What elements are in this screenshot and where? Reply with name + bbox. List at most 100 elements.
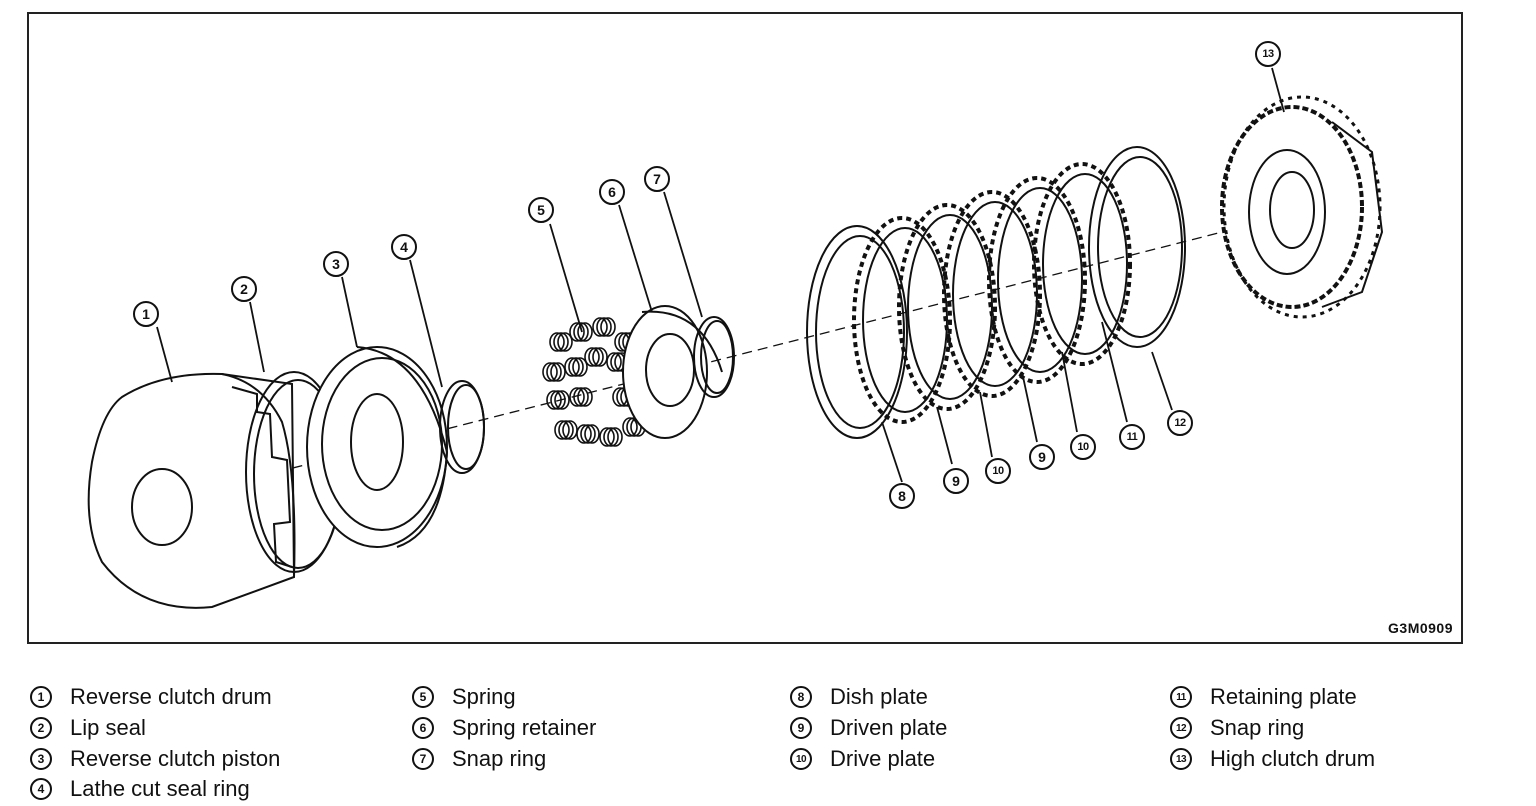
legend-number: 8: [790, 686, 812, 708]
spring-coil: [550, 362, 566, 382]
legend-label: Lathe cut seal ring: [70, 776, 250, 801]
callout-9-first: 9: [943, 468, 969, 494]
legend-number: 4: [30, 778, 52, 800]
spring-retainer-part: [622, 305, 723, 439]
legend-label: Snap ring: [452, 746, 547, 771]
spring-coil: [596, 317, 612, 337]
clutch-plate: [897, 203, 997, 411]
clutch-plate: [1088, 146, 1186, 348]
callout-11: 11: [1119, 424, 1145, 450]
spring-coil: [558, 420, 574, 440]
legend-item: 5 Spring: [412, 682, 516, 712]
legend-label: Spring: [452, 684, 516, 709]
spring-coil: [572, 357, 588, 377]
spring-coil: [569, 322, 585, 342]
clutch-plate: [1032, 162, 1132, 366]
callout-5: 5: [528, 197, 554, 223]
parts-legend: 1 Reverse clutch drum 2 Lip seal 3 Reverse …: [30, 682, 1490, 802]
callout-9-second: 9: [1029, 444, 1055, 470]
legend-item: 7 Snap ring: [412, 744, 546, 774]
legend-item: 6 Spring retainer: [412, 713, 596, 743]
spring-coil: [592, 317, 608, 337]
legend-number: 7: [412, 748, 434, 770]
spring-coil: [584, 347, 600, 367]
callout-13: 13: [1255, 41, 1281, 67]
legend-number: 6: [412, 717, 434, 739]
spring-coil: [588, 347, 604, 367]
legend-label: Driven plate: [830, 715, 948, 740]
callout-2: 2: [231, 276, 257, 302]
legend-number: 5: [412, 686, 434, 708]
legend-number: 1: [30, 686, 52, 708]
spring-coil: [573, 387, 589, 407]
spring-coil: [607, 427, 623, 447]
clutch-plate: [806, 225, 908, 439]
legend-number: 13: [1170, 748, 1192, 770]
snap-ring-part: [693, 316, 735, 398]
leader-lines: [156, 67, 1285, 483]
spring-coil: [584, 424, 600, 444]
callout-4: 4: [391, 234, 417, 260]
reverse-clutch-drum-part: [87, 372, 296, 609]
legend-label: Drive plate: [830, 746, 936, 771]
legend-label: Reverse clutch drum: [70, 684, 272, 709]
spring-coil: [599, 427, 615, 447]
callout-12: 12: [1167, 410, 1193, 436]
exploded-view-drawing: [87, 67, 1384, 609]
callout-8: 8: [889, 483, 915, 509]
spring-coil: [576, 424, 592, 444]
spring-coil: [554, 420, 570, 440]
high-clutch-drum-part: [1220, 95, 1384, 319]
legend-item: 12 Snap ring: [1170, 713, 1304, 743]
legend-item: 11 Retaining plate: [1170, 682, 1357, 712]
legend-number: 3: [30, 748, 52, 770]
callout-10-first: 10: [985, 458, 1011, 484]
callout-6: 6: [599, 179, 625, 205]
spring-coil: [553, 332, 569, 352]
legend-label: Lip seal: [70, 715, 146, 740]
legend-label: Reverse clutch piston: [70, 746, 281, 771]
spring-coil: [622, 417, 638, 437]
spring-coil: [577, 387, 593, 407]
spring-coil: [603, 427, 619, 447]
legend-item: 1 Reverse clutch drum: [30, 682, 272, 712]
clutch-plate: [987, 176, 1087, 384]
legend-label: Spring retainer: [452, 715, 597, 740]
callout-1: 1: [133, 301, 159, 327]
spring-coil: [600, 317, 616, 337]
legend-label: Snap ring: [1210, 715, 1305, 740]
legend-item: 2 Lip seal: [30, 713, 146, 743]
legend-number: 12: [1170, 717, 1192, 739]
legend-item: 3 Reverse clutch piston: [30, 744, 280, 774]
legend-item: 13 High clutch drum: [1170, 744, 1375, 774]
figure-code: G3M0909: [1388, 620, 1453, 636]
callout-3: 3: [323, 251, 349, 277]
spring-coil: [546, 362, 562, 382]
legend-label: Retaining plate: [1210, 684, 1357, 709]
legend-label: High clutch drum: [1210, 746, 1376, 771]
diagram-frame: 1 2 3 4 5 6 7 8 9 10 9 10 11 12 13 G3M09…: [27, 12, 1463, 644]
legend-item: 10 Drive plate: [790, 744, 935, 774]
legend-number: 9: [790, 717, 812, 739]
spring-coil: [606, 352, 622, 372]
spring-coil: [564, 357, 580, 377]
spring-coil: [592, 347, 608, 367]
spring-coil: [542, 362, 558, 382]
legend-number: 2: [30, 717, 52, 739]
spring-coil: [549, 332, 565, 352]
legend-item: 9 Driven plate: [790, 713, 947, 743]
spring-coil: [577, 322, 593, 342]
spring-coil: [550, 390, 566, 410]
callout-10-second: 10: [1070, 434, 1096, 460]
spring-coil: [580, 424, 596, 444]
spring-coil: [573, 322, 589, 342]
legend-number: 10: [790, 748, 812, 770]
spring-coil: [568, 357, 584, 377]
spring-coil: [557, 332, 573, 352]
spring-coil: [546, 390, 562, 410]
spring-coil: [554, 390, 570, 410]
lathe-cut-seal-ring-part: [439, 380, 485, 474]
reverse-clutch-piston-part: [306, 346, 449, 548]
legend-number: 11: [1170, 686, 1192, 708]
